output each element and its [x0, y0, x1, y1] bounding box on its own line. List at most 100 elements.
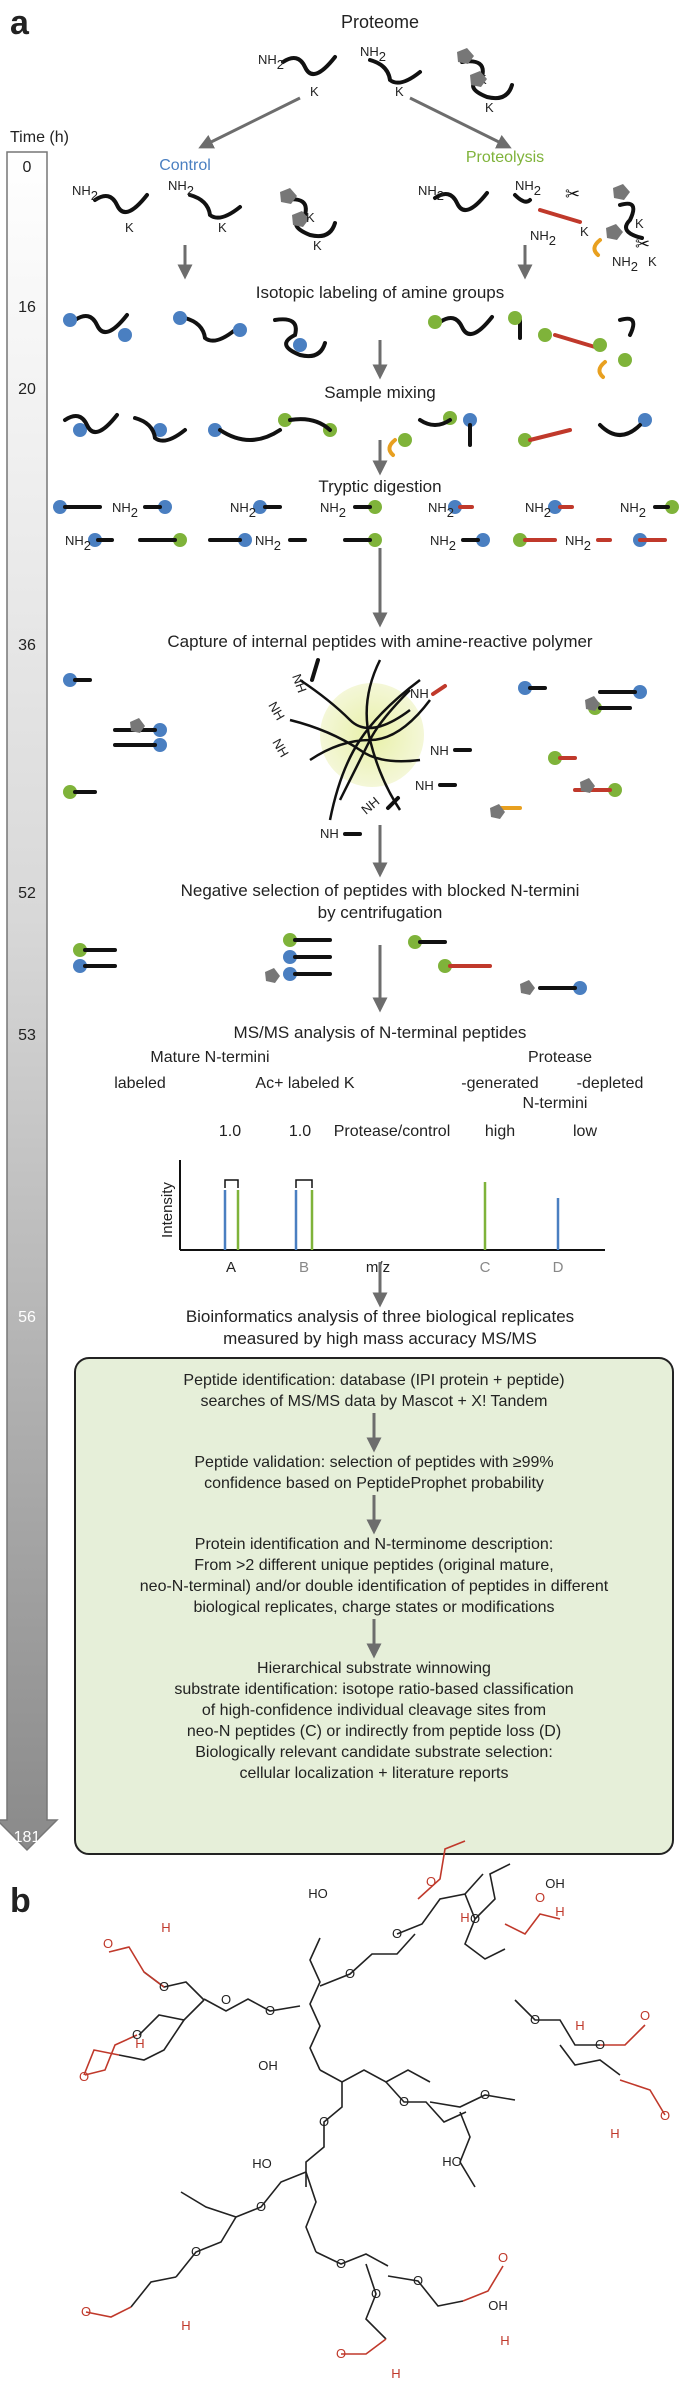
proteolysis-label-dot: [368, 500, 382, 514]
panel-a-label: a: [10, 4, 30, 42]
nh2-label: NH2: [65, 533, 91, 553]
pipeline-text: Peptide identification: database (IPI pr…: [140, 1372, 609, 1782]
proteolysis-label-dot: [408, 935, 422, 949]
time-tick: 181: [14, 1829, 41, 1846]
nh2-label: NH2: [612, 254, 638, 274]
nh-label: NH: [358, 794, 382, 818]
row-nterm: N-termini: [523, 1095, 588, 1112]
pipeline-line: searches of MS/MS data by Mascot + X! Ta…: [201, 1393, 548, 1410]
oxygen-atom: O: [319, 2114, 329, 2129]
nh2-label: NH2: [430, 533, 456, 553]
control-label-dot: [118, 328, 132, 342]
acetyl-pentagon: [457, 48, 474, 64]
nh2-label: NH2: [525, 500, 551, 520]
val-ratio: Protease/control: [334, 1123, 451, 1140]
pipeline-box: [74, 1357, 674, 1855]
peak-label: C: [480, 1259, 491, 1276]
oxygen-atom: O: [371, 2286, 381, 2301]
peak-pair-bracket: [295, 1179, 313, 1188]
aldehyde-oxygen: O: [426, 1874, 436, 1889]
spectrum: Intensity m/z A B C D: [159, 1160, 605, 1276]
control-label-dot: [518, 681, 532, 695]
hydroxyl: HO: [308, 1886, 328, 1901]
step-tryptic: Tryptic digestion: [318, 477, 441, 496]
peak-label: B: [299, 1259, 309, 1276]
proteome-title: Proteome: [341, 12, 419, 32]
aldehyde-hydrogen: H: [181, 2318, 190, 2333]
row-ac-labeled: Ac+ labeled K: [255, 1075, 355, 1092]
proteolysis-label-dot: [518, 433, 532, 447]
polymer-strands: [289, 659, 431, 821]
aldehyde-hydrogen: H: [555, 1904, 564, 1919]
aldehyde-oxygen: O: [79, 2069, 89, 2084]
captured-peptide-ends: [310, 658, 472, 836]
k-label: K: [125, 220, 134, 235]
scissors-icon: ✂: [565, 184, 580, 204]
oxygen-atom: O: [191, 2244, 201, 2259]
nh2-label: NH2: [418, 183, 444, 203]
proteolysis-label-dot: [508, 311, 522, 325]
hydroxyl: HO: [252, 2156, 272, 2171]
pipeline-line: neo-N-terminal) and/or double identifica…: [140, 1578, 609, 1595]
control-label-dot: [63, 673, 77, 687]
row-labeled: labeled: [114, 1075, 166, 1092]
proteolysis-label-dot: [368, 533, 382, 547]
aldehyde-oxygen: O: [498, 2250, 508, 2265]
hydroxyl: HO: [442, 2154, 462, 2169]
k-label: K: [635, 216, 644, 231]
time-ticks: 0 16 20 36 52 53 56 181: [14, 159, 41, 1846]
oxygen-atom: O: [221, 1992, 231, 2007]
control-chem-labels: NH2 K NH2 K K K: [72, 178, 322, 253]
control-label-dot: [73, 423, 87, 437]
aldehyde-oxygen: O: [535, 1890, 545, 1905]
pipeline-line: confidence based on PeptideProphet proba…: [204, 1475, 544, 1492]
oxygen-atom: O: [470, 1911, 480, 1926]
oxygen-atom: O: [132, 2027, 142, 2042]
k-label: K: [313, 238, 322, 253]
nh2-label: NH2: [360, 44, 386, 64]
control-label-dot: [238, 533, 252, 547]
oxygen-atom: O: [530, 2012, 540, 2027]
k-label: K: [310, 84, 319, 99]
selected-peptides: [83, 938, 577, 990]
peak-label: A: [226, 1259, 236, 1276]
control-label-dot: [448, 500, 462, 514]
k-label: K: [485, 100, 494, 115]
msms-table: Mature N-termini Protease labeled Ac+ la…: [114, 1049, 643, 1140]
val-1: 1.0: [219, 1123, 241, 1140]
acetyl-pentagon: [606, 224, 623, 240]
hydroxyl: OH: [545, 1876, 565, 1891]
control-label-dot: [208, 423, 222, 437]
proteolysis-label-dot: [593, 338, 607, 352]
control-label-dot: [173, 311, 187, 325]
nh2-label: NH2: [112, 500, 138, 520]
time-tick: 16: [18, 299, 36, 316]
pipeline-line: Biologically relevant candidate substrat…: [195, 1744, 553, 1761]
oxygen-atom: O: [480, 2087, 490, 2102]
oxygen-atom: O: [159, 1979, 169, 1994]
nh2-label: NH2: [620, 500, 646, 520]
aldehyde-hydrogen: H: [500, 2333, 509, 2348]
k-label: K: [580, 224, 589, 239]
mixed-proteins-row: [63, 413, 642, 457]
proteolysis-label-dot: [398, 433, 412, 447]
step-capture: Capture of internal peptides with amine-…: [167, 632, 593, 651]
proteolysis-label-dot: [513, 533, 527, 547]
control-label-dot: [233, 323, 247, 337]
oxygen-atom: O: [392, 1926, 402, 1941]
row-generated: -generated: [461, 1075, 538, 1092]
oxygen-atom: O: [399, 2094, 409, 2109]
control-label-dot: [293, 338, 307, 352]
proteolysis-label-dot: [428, 315, 442, 329]
control-label-dot: [283, 950, 297, 964]
oxygen-atom: O: [336, 2256, 346, 2271]
proteolysis-label-dot: [73, 943, 87, 957]
row-depleted: -depleted: [577, 1075, 644, 1092]
peak-label: D: [553, 1259, 564, 1276]
proteolysis-chem-labels: NH2 NH2 NH2 K K NH2 K: [418, 178, 657, 274]
aldehyde-oxygen: O: [660, 2108, 670, 2123]
aldehyde-hydrogen: H: [135, 2036, 144, 2051]
proteolysis-label-dot: [608, 783, 622, 797]
aldehyde-oxygen: O: [103, 1936, 113, 1951]
arrow-to-proteolysis: [409, 96, 512, 149]
